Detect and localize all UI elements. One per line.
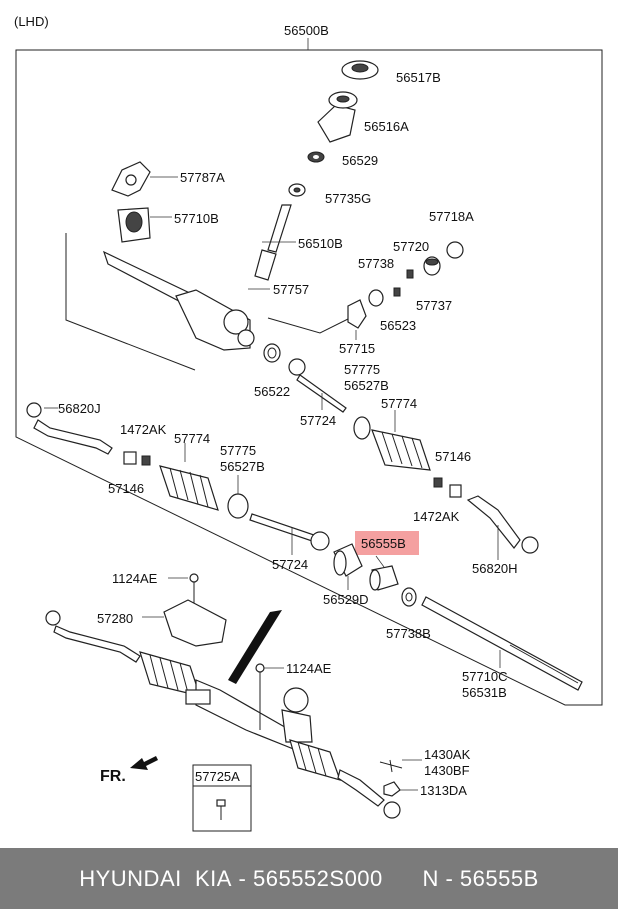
label-57757: 57757 (273, 282, 309, 297)
part-57738B (401, 587, 417, 607)
label-56516A: 56516A (364, 119, 409, 134)
part-57146-left (123, 451, 137, 465)
part-57715 (347, 299, 367, 329)
label-57280: 57280 (97, 611, 133, 626)
label-57724-lower: 57724 (272, 557, 308, 572)
label-1430BF: 1430BF (424, 763, 470, 778)
part-56516A (317, 91, 358, 143)
part-57720 (406, 269, 414, 279)
part-number-banner: HYUNDAI KIA - 565552S000 N - 56555B (0, 848, 618, 909)
label-57718A: 57718A (429, 209, 474, 224)
part-57146-right (449, 484, 462, 498)
spacer (383, 866, 423, 892)
rack-box-outline (65, 233, 351, 371)
part-57718A (446, 241, 464, 259)
highlight-56555B (355, 531, 419, 555)
part-57724-upper (288, 358, 347, 413)
steering-gear-assembly (45, 610, 401, 819)
label-57710C: 57710C (462, 669, 508, 684)
label-1472AK-right: 1472AK (413, 509, 460, 524)
part-57787A (111, 161, 151, 197)
label-57774-left: 57774 (174, 431, 210, 446)
label-56531B: 56531B (462, 685, 507, 700)
part-57724-lower (249, 513, 330, 551)
part-56820J (26, 402, 113, 455)
label-57735G: 57735G (325, 191, 371, 206)
label-56820J: 56820J (58, 401, 101, 416)
part-56517B (341, 60, 379, 80)
part-57725A (216, 799, 226, 820)
label-57725A: 57725A (195, 769, 240, 784)
exploded-parts-diagram: (LHD) 56500B 56517B 56516A 56529 57735G … (14, 14, 603, 832)
separator: - (231, 865, 253, 891)
part-56510B (254, 204, 292, 281)
part-57774-left-boot (159, 465, 219, 511)
part-56820H (466, 495, 539, 554)
label-1313DA: 1313DA (420, 783, 467, 798)
label-56820H: 56820H (472, 561, 518, 576)
front-direction-arrow (130, 756, 158, 770)
part-number: 565552S000 (252, 865, 383, 891)
label-57775-left: 57775 (220, 443, 256, 458)
label-57775-upper: 57775 (344, 362, 380, 377)
part-57774-upper-boot (371, 429, 431, 471)
part-1124AE-upper (189, 573, 199, 604)
label-56529: 56529 (342, 153, 378, 168)
label-57146-left: 57146 (108, 481, 144, 496)
label-56522: 56522 (254, 384, 290, 399)
label-1430AK: 1430AK (424, 747, 471, 762)
label-57710B: 57710B (174, 211, 219, 226)
part-1124AE-lower (255, 663, 265, 730)
part-1472AK-right (433, 477, 443, 488)
part-57710B (117, 207, 151, 243)
label-57737: 57737 (416, 298, 452, 313)
label-57738B: 57738B (386, 626, 431, 641)
label-56523: 56523 (380, 318, 416, 333)
part-57280 (163, 599, 227, 647)
part-57725A-box (192, 764, 252, 832)
part-57737 (423, 256, 441, 276)
front-label: FR. (100, 768, 126, 785)
label-56527B-left: 56527B (220, 459, 265, 474)
label-56510B: 56510B (298, 236, 343, 251)
part-56522 (263, 343, 281, 363)
part-1472AK-left (141, 455, 151, 466)
part-57738 (368, 289, 384, 307)
callout-label: N - 56555B (422, 865, 539, 891)
label-57724-upper: 57724 (300, 413, 336, 428)
assembly-outline (15, 49, 603, 706)
part-56555B (369, 565, 399, 591)
label-56555B: 56555B (361, 536, 406, 551)
part-1313DA (383, 781, 401, 797)
assembly-arrow (228, 610, 282, 684)
label-57738: 57738 (358, 256, 394, 271)
part-56523 (393, 287, 401, 297)
part-57774-upper-clamp (353, 416, 371, 440)
label-57787A: 57787A (180, 170, 225, 185)
label-56517B: 56517B (396, 70, 441, 85)
label-56529D: 56529D (323, 592, 369, 607)
part-57775-left-clamp (227, 493, 249, 519)
part-56529 (307, 151, 325, 163)
part-1430AK (379, 759, 403, 773)
label-57720: 57720 (393, 239, 429, 254)
part-56529D (333, 543, 363, 577)
part-57710C (421, 596, 583, 691)
label-56527B-upper: 56527B (344, 378, 389, 393)
label-1124AE-lower: 1124AE (286, 661, 332, 676)
label-57774-upper: 57774 (381, 396, 417, 411)
brand-label: HYUNDAI KIA (79, 865, 232, 891)
part-57735G (288, 183, 306, 197)
label-1124AE-upper: 1124AE (112, 571, 158, 586)
assembly-label: 56500B (284, 23, 329, 38)
label-57715: 57715 (339, 341, 375, 356)
rack-housing-upper (102, 250, 255, 351)
variant-label: (LHD) (14, 14, 49, 29)
label-57146-right: 57146 (435, 449, 471, 464)
label-1472AK-left: 1472AK (120, 422, 167, 437)
